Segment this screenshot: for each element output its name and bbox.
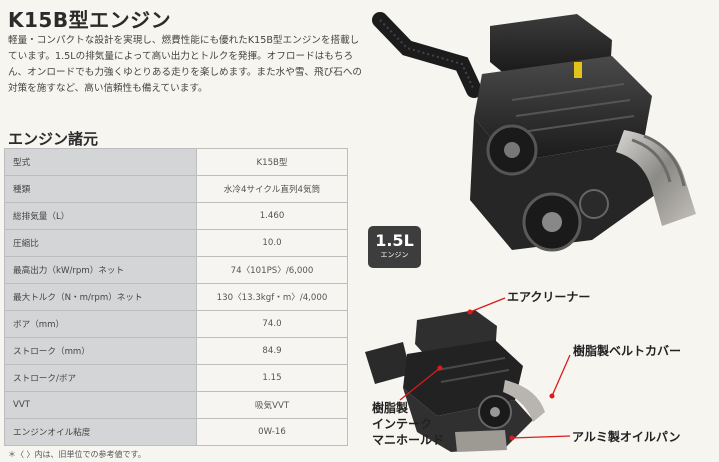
spec-value: K15B型 <box>196 148 348 176</box>
spec-label: 種類 <box>4 175 197 203</box>
spec-label: 型式 <box>4 148 197 176</box>
spec-value: 10.0 <box>196 229 348 257</box>
spec-label: 最高出力（kW/rpm）ネット <box>4 256 197 284</box>
spec-value: 1.15 <box>196 364 348 392</box>
badge-caption: エンジン <box>380 251 409 259</box>
spec-label: 圧縮比 <box>4 229 197 257</box>
spec-label: ストローク（mm） <box>4 337 197 365</box>
footnote: ＊〈 〉内は、旧単位での参考値です。 <box>8 450 146 459</box>
spec-value: 130〈13.3kgf・m〉/4,000 <box>196 283 348 311</box>
spec-value: 74.0 <box>196 310 348 338</box>
callout-oil-pan: アルミ製オイルパン <box>572 430 681 444</box>
intro-paragraph: 軽量・コンパクトな設計を実現し、燃費性能にも優れたK15B型エンジンを搭載してい… <box>8 35 363 94</box>
engine-photo-main <box>372 12 696 252</box>
spec-value: 0W-16 <box>196 418 348 446</box>
page-title: K15B型エンジン <box>8 8 172 32</box>
spec-value: 水冷4サイクル直列4気筒 <box>196 175 348 203</box>
callout-intake-line2: インテーク <box>372 417 433 431</box>
spec-label: VVT <box>4 391 197 419</box>
spec-heading: エンジン諸元 <box>8 130 99 148</box>
table-row: ボア（mm）74.0 <box>4 310 348 338</box>
table-row: 種類水冷4サイクル直列4気筒 <box>4 175 348 203</box>
spec-label: 総排気量（L） <box>4 202 197 230</box>
spec-label: エンジンオイル粘度 <box>4 418 197 446</box>
spec-value: 1.460 <box>196 202 348 230</box>
spec-label: ストローク/ボア <box>4 364 197 392</box>
callout-belt-cover: 樹脂製ベルトカバー <box>573 344 682 358</box>
spec-value: 吸気VVT <box>196 391 348 419</box>
engine-size-badge: 1.5L エンジン <box>368 226 421 268</box>
spec-label: ボア（mm） <box>4 310 197 338</box>
table-row: 総排気量（L）1.460 <box>4 202 348 230</box>
spec-value: 74〈101PS〉/6,000 <box>196 256 348 284</box>
table-row: ストローク（mm）84.9 <box>4 337 348 365</box>
callout-intake-line1: 樹脂製 <box>372 401 409 415</box>
engine-photo-detail <box>365 310 545 452</box>
callout-intake-manifold: 樹脂製 インテーク マニホールド <box>372 400 444 448</box>
spec-value: 84.9 <box>196 337 348 365</box>
callout-air-cleaner: エアクリーナー <box>507 290 591 304</box>
callout-intake-line3: マニホールド <box>372 433 445 447</box>
badge-displacement: 1.5L <box>375 231 414 250</box>
spec-label: 最大トルク（N・m/rpm）ネット <box>4 283 197 311</box>
